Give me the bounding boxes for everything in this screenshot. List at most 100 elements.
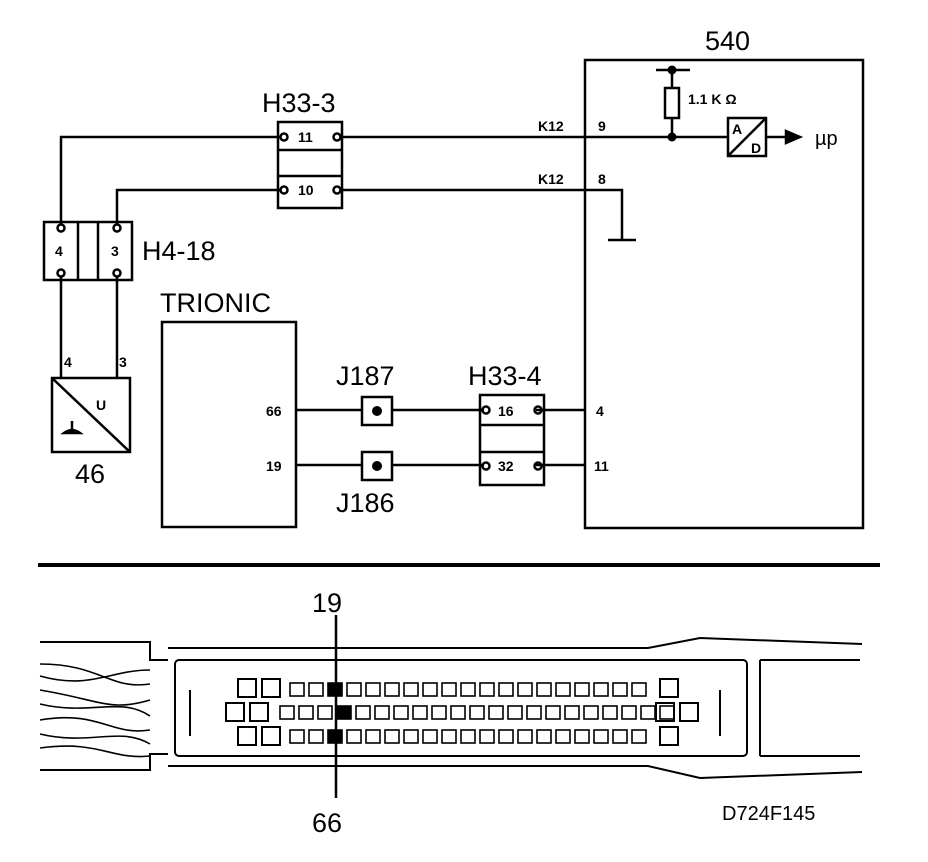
connector-pin [384,729,400,744]
label-adc-d: D [751,140,761,156]
label-h4-18-pin-4: 4 [55,243,63,259]
splice-j186 [360,450,394,482]
connector-pin [460,729,476,744]
connector-pin [412,705,428,720]
connector-pin [479,729,495,744]
label-pin-9: 9 [598,118,606,134]
label-sensor-u: U [96,397,106,413]
label-pin-11-ecu: 11 [594,458,609,474]
label-trionic: TRIONIC [160,288,271,318]
connector-pin [384,682,400,697]
label-46: 46 [75,459,105,489]
connector-pin [279,705,295,720]
connector-h4-18 [42,220,134,282]
connector-pin [498,682,514,697]
connector-pin [298,705,314,720]
connector-pin [545,705,561,720]
splice-j187 [360,395,394,427]
connector-pin [431,705,447,720]
label-h33-4-pin-16: 16 [498,403,514,419]
label-j187: J187 [336,361,395,391]
ecu-540-box [583,58,865,530]
connector-pin [308,682,324,697]
connector-pin [488,705,504,720]
connector-pin [403,729,419,744]
label-h33-3: H33-3 [262,88,336,118]
trionic-box [160,320,298,529]
connector-pin [403,682,419,697]
connector-pin [555,682,571,697]
connector-pin [374,705,390,720]
connector-h33-3 [276,120,344,210]
label-h33-4-pin-32: 32 [498,458,514,474]
connector-pin [517,682,533,697]
label-h33-4: H33-4 [468,361,542,391]
connector-h33-4 [478,393,546,487]
label-connector-pin-66: 66 [312,808,342,838]
label-adc-a: A [732,121,742,137]
connector-pin [574,729,590,744]
connector-pin [536,729,552,744]
label-k12-top: K12 [538,118,564,134]
connector-pin [602,705,618,720]
label-540: 540 [705,26,750,56]
connector-pin [422,729,438,744]
ecu-connector-drawing [39,636,863,780]
sensor-46 [50,376,132,454]
connector-pin [355,705,371,720]
connector-pin [612,729,628,744]
connector-pin [289,682,305,697]
connector-pin [346,682,362,697]
connector-pin [631,729,647,744]
label-connector-pin-19: 19 [312,588,342,618]
label-trionic-pin-19: 19 [266,458,282,474]
connector-pin [450,705,466,720]
label-h33-3-pin-10: 10 [298,182,314,198]
connector-pin [536,682,552,697]
label-h33-3-pin-11: 11 [298,129,313,145]
pin-rows [279,682,675,744]
connector-pin [393,705,409,720]
connector-pin [479,682,495,697]
connector-pin [564,705,580,720]
label-h4-18-pin-3: 3 [111,243,119,259]
label-k12-bottom: K12 [538,171,564,187]
connector-pin [365,682,381,697]
label-sensor-pin-3: 3 [119,354,127,370]
figure-code: D724F145 [722,803,815,825]
connector-pin [612,682,628,697]
connector-pin [365,729,381,744]
connector-pin [460,682,476,697]
connector-pin [593,729,609,744]
connector-pin [640,705,656,720]
connector-pin [317,705,333,720]
connector-pin [441,682,457,697]
label-j186: J186 [336,488,395,518]
label-pin-4-ecu: 4 [596,403,604,419]
connector-pin [631,682,647,697]
connector-pin [583,705,599,720]
label-sensor-pin-4: 4 [64,354,72,370]
connector-pin [659,705,675,720]
connector-pin [593,682,609,697]
connector-pin [336,705,352,720]
connector-pin [498,729,514,744]
label-trionic-pin-66: 66 [266,403,282,419]
connector-pin [517,729,533,744]
connector-pin [346,729,362,744]
connector-pin [574,682,590,697]
label-resistor: 1.1 K Ω [688,91,737,107]
label-h4-18: H4-18 [142,236,216,266]
label-pin-8: 8 [598,171,606,187]
connector-pin [289,729,305,744]
connector-pin [308,729,324,744]
connector-pin [621,705,637,720]
connector-pin [507,705,523,720]
connector-pin [441,729,457,744]
connector-pin [469,705,485,720]
connector-pin [555,729,571,744]
label-up: µp [815,128,838,150]
connector-pin [526,705,542,720]
